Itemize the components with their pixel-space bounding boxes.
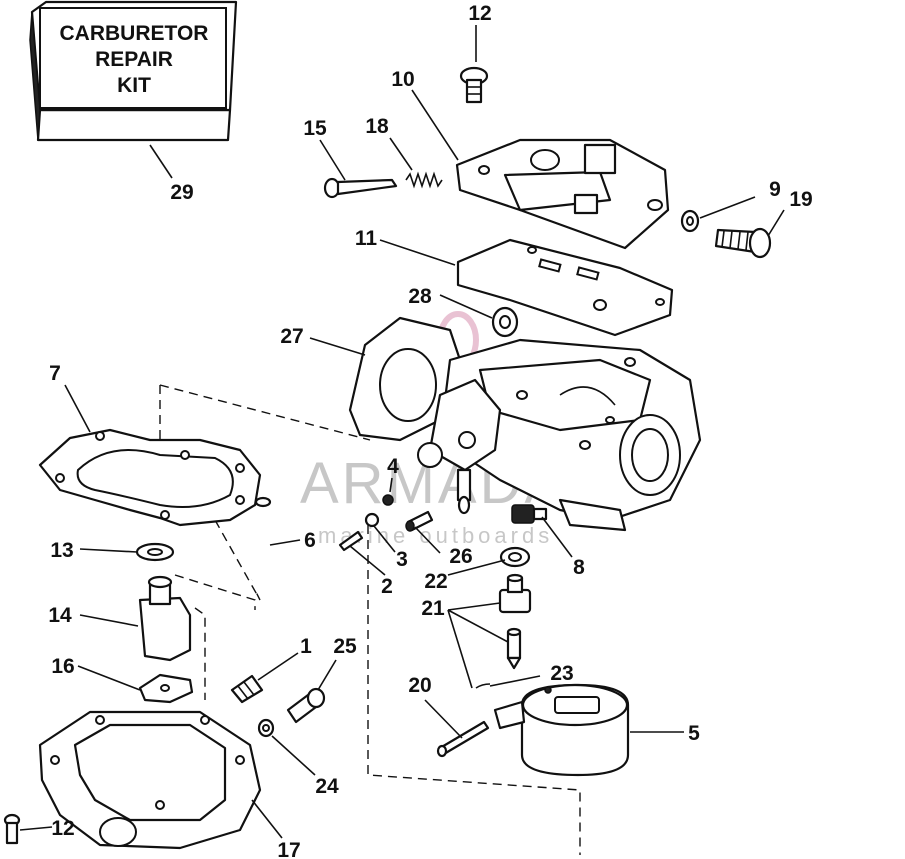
callout-23: 23 [550, 662, 573, 685]
part-28-nut [491, 306, 519, 338]
callout-1: 1 [300, 635, 312, 658]
leader-lines [19, 25, 785, 839]
callout-6: 6 [304, 529, 316, 552]
callout-17: 17 [277, 839, 300, 859]
callout-28: 28 [408, 285, 432, 308]
part-26-screw [405, 510, 434, 532]
fuel-inlet-fitting [417, 378, 502, 515]
part-7-gasket [38, 428, 262, 527]
callout-5: 5 [688, 722, 700, 745]
part-16-gasket [138, 673, 194, 704]
callout-10: 10 [391, 68, 414, 91]
part-13-washer [135, 542, 175, 562]
part-1-plug [230, 674, 264, 704]
part-27-flange-gasket [348, 316, 462, 442]
part-17-float-bowl [38, 710, 262, 850]
part-5-float [493, 683, 630, 777]
callout-14: 14 [48, 604, 72, 627]
part-11-gasket [456, 238, 674, 337]
part-12-screw-top [459, 66, 489, 104]
callout-9: 9 [769, 178, 781, 201]
callout-27: 27 [280, 325, 303, 348]
callout-labels: 29 12 10 15 18 9 19 11 28 27 7 4 6 3 26 … [48, 2, 812, 859]
part-21-needle-seat [498, 573, 532, 670]
repair-kit-box: CARBURETOR REPAIR KIT [29, 0, 238, 142]
part-6-hose [248, 496, 272, 581]
part-23-clip [475, 683, 491, 689]
callout-26: 26 [449, 545, 472, 568]
part-20-pin [436, 720, 490, 758]
callout-11: 11 [355, 227, 378, 250]
part-4-ball [382, 494, 394, 506]
callout-7: 7 [49, 362, 61, 385]
part-12-screw-bottom [3, 813, 21, 845]
callout-24: 24 [315, 775, 339, 798]
callout-3: 3 [396, 548, 408, 571]
callout-20: 20 [408, 674, 431, 697]
callout-12-top: 12 [468, 2, 491, 25]
part-8-needle-valve [511, 504, 548, 524]
part-24-nut [257, 718, 275, 738]
part-14-float [138, 575, 192, 662]
callout-4: 4 [387, 455, 399, 478]
part-22-washer [499, 546, 531, 568]
callout-18: 18 [365, 115, 389, 138]
callout-19: 19 [789, 188, 812, 211]
callout-2: 2 [381, 575, 393, 598]
part-10-cover [455, 138, 670, 250]
callout-21: 21 [421, 597, 445, 620]
part-9-washer [680, 209, 700, 233]
callout-8: 8 [573, 556, 585, 579]
callout-29: 29 [170, 181, 193, 204]
part-2-screw [338, 530, 364, 552]
part-15-screw [323, 177, 398, 199]
callout-22: 22 [424, 570, 447, 593]
part-25-screw [286, 687, 326, 724]
callout-15: 15 [303, 117, 327, 140]
assembly-dashed-lines [159, 384, 581, 855]
part-19-bolt [714, 227, 772, 259]
callout-12-bottom: 12 [51, 817, 74, 840]
callout-25: 25 [333, 635, 357, 658]
callout-16: 16 [51, 655, 74, 678]
part-3-ring [364, 512, 380, 528]
carburetor-main-body [417, 338, 702, 532]
kit-label-line2: REPAIR [95, 48, 173, 71]
callout-13: 13 [50, 539, 73, 562]
kit-label-line1: CARBURETOR [60, 22, 209, 45]
kit-label-line3: KIT [117, 74, 151, 97]
part-18-spring [405, 171, 443, 189]
